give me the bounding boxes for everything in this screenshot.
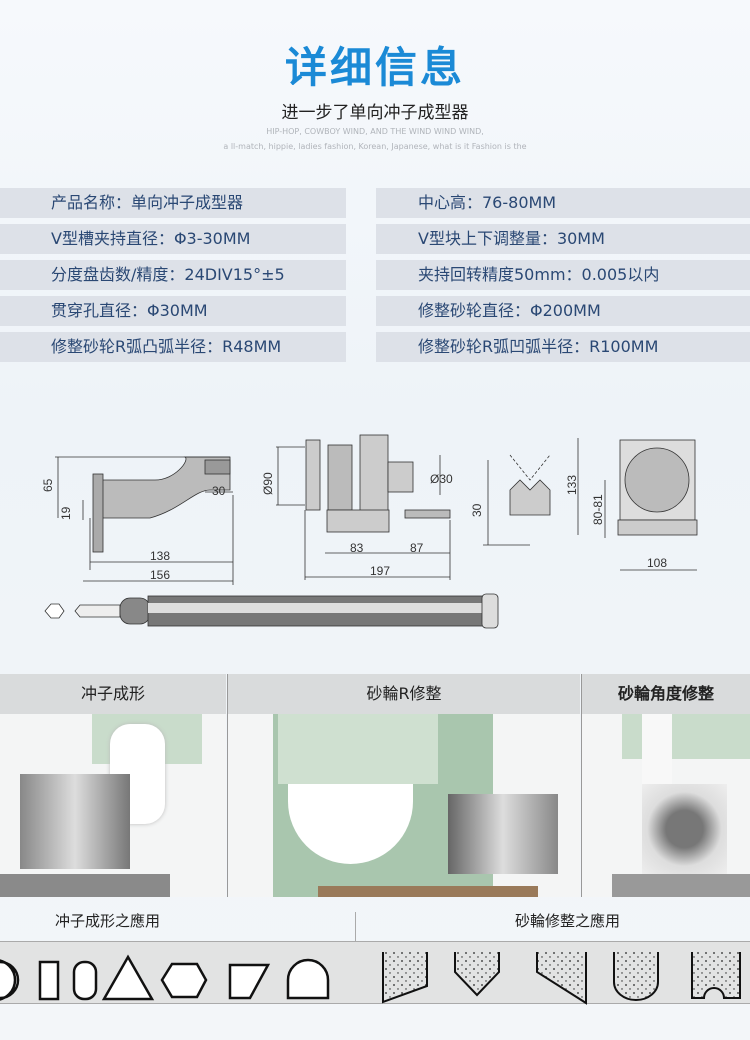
dim-108: 108 [647, 556, 667, 570]
spec-center-height: 中心高：76-80MM [376, 188, 750, 218]
dim-30-vblock: 30 [470, 503, 484, 517]
dim-83: 83 [350, 541, 364, 555]
page-title: 详细信息 [284, 43, 465, 92]
arch-shape-icon [286, 958, 330, 1000]
wheel-profile-round-icon [613, 952, 659, 1001]
circle-shape-icon [0, 959, 20, 1001]
dim-87: 87 [410, 541, 424, 555]
photo-punch-forming [0, 714, 226, 897]
tagline-2: a ll-match, hippie, ladies fashion, Kore… [223, 142, 527, 151]
dim-d30: Ø30 [430, 472, 453, 486]
dim-156: 156 [150, 568, 170, 582]
application-shapes [0, 952, 741, 1005]
label-punch-applications: 冲子成形之應用 [55, 912, 161, 930]
triangle-shape-icon [101, 954, 155, 1001]
dim-d90: Ø90 [261, 472, 275, 495]
spec-v-groove-diameter: V型槽夹持直径：Φ3-30MM [0, 224, 346, 254]
dim-80-81: 80-81 [591, 494, 605, 525]
application-shapes-strip [0, 941, 750, 1005]
wheel-profile-slant-icon [382, 952, 428, 1004]
spec-index-plate: 分度盘齿数/精度：24DIV15°±5 [0, 260, 346, 290]
header-wheel-angle-dressing: 砂輪角度修整 [581, 674, 750, 714]
spec-wheel-diameter: 修整砂轮直径：Φ200MM [376, 296, 750, 326]
dim-138: 138 [150, 549, 170, 563]
trapezoid-shape-icon [228, 963, 271, 1000]
dim-65: 65 [41, 478, 55, 492]
spec-through-hole: 贯穿孔直径：Φ30MM [0, 296, 346, 326]
spec-convex-radius: 修整砂轮R弧凸弧半径：R48MM [0, 332, 346, 362]
hexagon-shape-icon [160, 962, 208, 999]
dimension-drawings: 65 19 30 138 156 Ø90 Ø30 83 87 197 30 13… [41, 434, 698, 629]
rounded-rect-shape-icon [72, 960, 98, 1001]
spec-v-block-adjust: V型块上下调整量：30MM [376, 224, 750, 254]
tagline-1: HIP-HOP, COWBOY WIND, AND THE WIND WIND … [266, 127, 484, 136]
label-wheel-applications: 砂輪修整之應用 [515, 912, 621, 930]
photo-wheel-angle-dressing [581, 714, 750, 897]
wheel-profile-v-icon [454, 952, 500, 997]
spec-rotation-accuracy: 夹持回转精度50mm：0.005以内 [376, 260, 750, 290]
photo-wheel-r-dressing [227, 714, 580, 897]
page-subtitle: 进一步了单向冲子成型器 [281, 103, 469, 123]
spec-product-name: 产品名称：单向冲子成型器 [0, 188, 346, 218]
rectangle-shape-icon [38, 960, 60, 1001]
dim-30-arm: 30 [212, 484, 226, 498]
dim-197: 197 [370, 564, 390, 578]
header-punch-forming: 冲子成形 [0, 674, 226, 714]
spec-concave-radius: 修整砂轮R弧凹弧半径：R100MM [376, 332, 750, 362]
dim-19: 19 [59, 506, 73, 520]
header-wheel-r-dressing: 砂輪R修整 [227, 674, 580, 714]
wheel-profile-concave-icon [691, 952, 741, 999]
dim-133: 133 [565, 475, 579, 495]
wheel-profile-bevel-icon [536, 952, 587, 1005]
